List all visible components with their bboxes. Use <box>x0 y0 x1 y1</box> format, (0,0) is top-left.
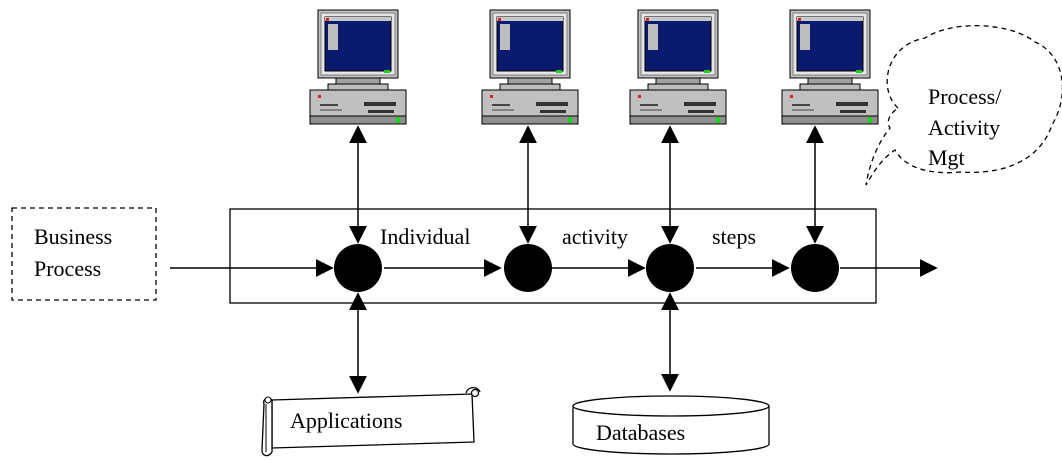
databases-label: Databases <box>596 420 685 445</box>
scroll-document-icon <box>261 387 481 457</box>
business-process-label-line2: Process <box>34 256 101 281</box>
activity-node-4 <box>791 244 839 292</box>
step-label-steps: steps <box>712 224 756 249</box>
activity-node-3 <box>646 244 694 292</box>
applications-scroll: Applications <box>261 387 481 457</box>
process-box <box>229 208 877 304</box>
step-label-activity: activity <box>562 224 628 249</box>
workstation-2 <box>481 9 579 125</box>
mgt-label-line2: Activity <box>928 115 1000 140</box>
workstation-1 <box>309 9 407 125</box>
database-cylinder-icon <box>572 395 770 455</box>
step-label-individual: Individual <box>380 224 470 249</box>
computer-workstation-icon <box>481 9 579 125</box>
business-process-label-line1: Business <box>34 224 112 249</box>
workstation-4 <box>781 9 879 125</box>
workstation-3 <box>629 9 727 125</box>
mgt-label-line1: Process/ <box>928 84 1002 109</box>
databases-cylinder: Databases <box>572 395 770 455</box>
computer-workstation-icon <box>781 9 879 125</box>
activity-node-1 <box>334 244 382 292</box>
business-process-box: Business Process <box>11 207 157 301</box>
mgt-label-line3: Mgt <box>928 145 965 170</box>
computer-workstation-icon <box>309 9 407 125</box>
activity-node-2 <box>504 244 552 292</box>
computer-workstation-icon <box>629 9 727 125</box>
process-activity-mgt-bubble: Process/ Activity Mgt <box>865 25 1062 186</box>
applications-label: Applications <box>290 408 402 433</box>
